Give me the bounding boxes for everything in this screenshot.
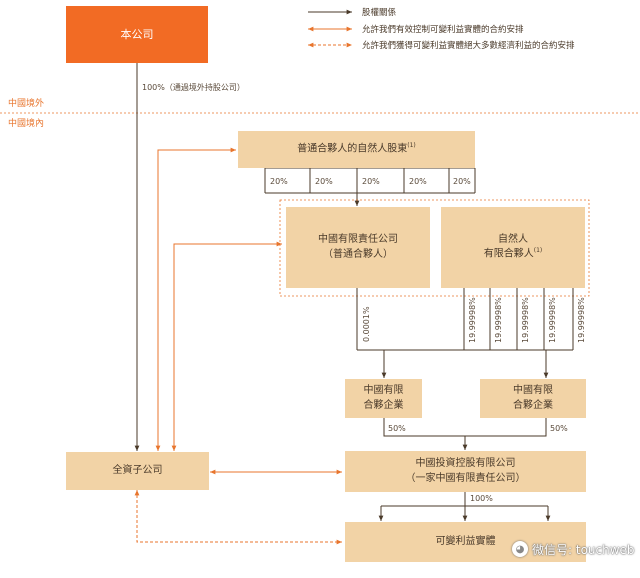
partnership-b-line2: 合夥企業 (513, 399, 553, 411)
holding-box: 中國投資控股有限公司 （一家中國有限責任公司） (345, 451, 586, 492)
legend-control-text: 允許我們有效控制可變利益實體的合約安排 (362, 25, 524, 35)
vie-name: 可變利益實體 (435, 535, 496, 547)
lp-stake-label-4: 19.99998% (548, 297, 557, 343)
holding-to-vie-label: 100% (470, 494, 493, 503)
legend-equity-text: 股權關係 (362, 8, 397, 18)
gp-company-line1: 中國有限責任公司 (318, 234, 398, 245)
gp-split-label-1: 20% (270, 177, 288, 186)
partnership-a-line1: 中國有限 (363, 385, 404, 396)
partnership-b-line1: 中國有限 (513, 385, 553, 396)
partner-group-border (279, 199, 590, 297)
gp-stake-label: 0.0001% (362, 306, 371, 342)
wfoe-to-vie-benefit (134, 490, 342, 545)
partnerships-to-holding (383, 418, 547, 437)
gp-split-label-2: 20% (315, 177, 333, 186)
holding-line1: 中國投資控股有限公司 (415, 458, 516, 469)
offshore-holding-label: 100%（通過境外持股公司） (142, 83, 245, 92)
gp-split-label-5: 20% (453, 177, 471, 186)
lp-stake-label-1: 19.99998% (468, 297, 477, 343)
partnership-b-share-label: 50% (550, 424, 568, 433)
lp-natural-box: 自然人 有限合夥人(1) (441, 207, 585, 288)
lp-stake-label-2: 19.99998% (494, 297, 503, 343)
partnership-b-box: 中國有限 合夥企業 (480, 379, 586, 418)
wfoe-to-gp-shareholders-control (155, 147, 236, 451)
wechat-icon: ◕ (512, 541, 528, 557)
company-box: 本公司 (66, 6, 208, 63)
gp-split-label-3: 20% (362, 177, 380, 186)
wfoe-name: 全資子公司 (112, 464, 163, 476)
gp-company-line2: （普通合夥人） (323, 248, 393, 260)
lp-stake-label-5: 19.99998% (577, 297, 586, 343)
partnership-a-box: 中國有限 合夥企業 (345, 379, 422, 418)
holding-line2: （一家中國有限責任公司） (405, 472, 526, 484)
lp-natural-line1: 自然人 (498, 233, 528, 245)
partnership-a-share-label: 50% (388, 424, 406, 433)
region-onshore: 中國境內 (8, 119, 45, 129)
legend-benefit-text: 允許我們獲得可變利益實體絕大多數經濟利益的合約安排 (362, 41, 575, 51)
wfoe-to-gp-company-control (171, 241, 282, 451)
gp-split-label-4: 20% (409, 177, 427, 186)
partnership-a-line2: 合夥企業 (363, 399, 404, 411)
lp-natural-line2: 有限合夥人(1) (483, 247, 543, 260)
gp-shareholders-box: 普通合夥人的自然人股東(1) (238, 131, 475, 168)
gp-company-box: 中國有限責任公司 （普通合夥人） (286, 207, 430, 288)
wfoe-box: 全資子公司 (66, 452, 209, 490)
lp-stake-label-3: 19.99998% (521, 297, 530, 343)
watermark-text: 微信号: touchweb (532, 543, 635, 557)
gp-shareholders-label: 普通合夥人的自然人股東(1) (297, 142, 416, 155)
region-offshore: 中國境外 (8, 99, 45, 109)
vie-box: 可變利益實體 (345, 522, 586, 562)
company-name: 本公司 (120, 27, 154, 41)
